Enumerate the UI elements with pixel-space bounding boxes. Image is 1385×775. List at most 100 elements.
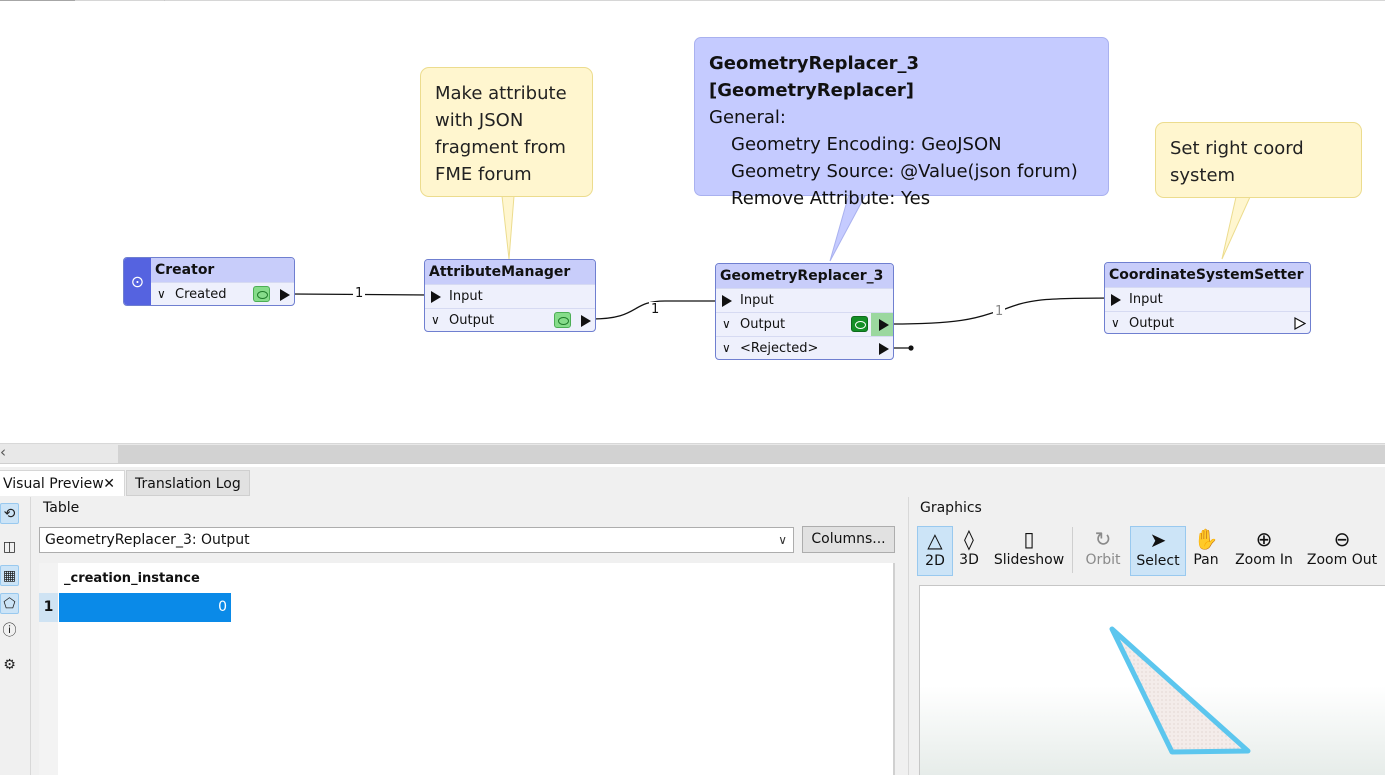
transformer-geometryreplacer[interactable]: GeometryReplacer_3 Input ∨ Output ∨ <Rej… bbox=[715, 263, 894, 360]
graphics-viewport[interactable] bbox=[919, 585, 1385, 775]
port-output[interactable]: ∨ Output bbox=[716, 312, 893, 336]
chevron-down-icon[interactable]: ∨ bbox=[1111, 316, 1120, 330]
connection-lines bbox=[291, 193, 1251, 351]
port-input[interactable]: Input bbox=[716, 288, 893, 312]
transformer-title: GeometryReplacer_3 bbox=[716, 264, 893, 288]
annotation-note-attribute[interactable]: Make attribute with JSON fragment from F… bbox=[420, 67, 593, 197]
graphics-view-icon[interactable]: ⬠ bbox=[0, 593, 19, 614]
connection-attributemanager-geometryreplacer[interactable] bbox=[591, 300, 740, 320]
data-table[interactable]: _creation_instance 1 0 bbox=[39, 563, 895, 775]
pyramid-3d-icon: ◊ bbox=[964, 527, 974, 551]
port-input[interactable]: Input bbox=[1105, 287, 1310, 311]
port-input[interactable]: Input bbox=[425, 284, 595, 308]
close-icon[interactable]: ✕ bbox=[103, 476, 115, 492]
top-border bbox=[0, 0, 1385, 1]
port-label: Output bbox=[449, 313, 495, 328]
tool-label: Slideshow bbox=[993, 552, 1065, 568]
triangle-2d-icon: △ bbox=[927, 528, 943, 552]
select-feature-icon[interactable]: ⟲ bbox=[0, 503, 19, 524]
port-output[interactable]: ∨ Output bbox=[1105, 311, 1310, 333]
connection-feature-count: 1 bbox=[353, 286, 366, 301]
chevron-down-icon[interactable]: ∨ bbox=[778, 533, 787, 547]
tab-visual-preview[interactable]: Visual Preview ✕ bbox=[0, 470, 125, 496]
output-port-arrow-icon[interactable] bbox=[581, 315, 591, 327]
connection-feature-count: 1 bbox=[649, 302, 662, 317]
tool-pan[interactable]: ✋ Pan bbox=[1189, 526, 1223, 576]
tool-label: 3D bbox=[959, 552, 979, 568]
triangle-feature-polygon[interactable] bbox=[1109, 626, 1251, 755]
annotation-note-coord[interactable]: Set right coord system bbox=[1155, 122, 1362, 198]
transformer-attributemanager[interactable]: AttributeManager Input ∨ Output bbox=[424, 259, 596, 332]
column-header[interactable]: _creation_instance bbox=[64, 571, 200, 586]
transformer-title: CoordinateSystemSetter bbox=[1105, 263, 1310, 287]
chevron-down-icon[interactable]: ∨ bbox=[157, 287, 166, 301]
tool-label: Select bbox=[1136, 553, 1180, 569]
dataset-select[interactable]: GeometryReplacer_3: Output ∨ bbox=[39, 527, 794, 553]
output-port-arrow-icon[interactable] bbox=[879, 343, 889, 355]
tool-3d[interactable]: ◊ 3D bbox=[955, 526, 983, 576]
transformer-creator[interactable]: ⊙ Creator ∨ Created bbox=[123, 257, 295, 306]
scroll-left-icon[interactable]: ‹ bbox=[0, 443, 6, 461]
tool-label: Zoom Out bbox=[1306, 552, 1378, 568]
table-view-icon[interactable]: ▦ bbox=[0, 565, 19, 586]
port-label: Output bbox=[740, 317, 786, 332]
feature-geometry[interactable] bbox=[920, 586, 1385, 775]
feature-cache-eye-icon[interactable] bbox=[851, 316, 868, 332]
tool-2d[interactable]: △ 2D bbox=[917, 526, 953, 576]
port-label: Input bbox=[1129, 292, 1163, 307]
feature-inspect-icon[interactable]: ⚙ bbox=[3, 657, 16, 673]
input-port-arrow-icon[interactable] bbox=[431, 291, 441, 303]
tool-label: Zoom In bbox=[1235, 552, 1293, 568]
port-created[interactable]: ∨ Created bbox=[151, 282, 294, 305]
tooltip-line: Geometry Source: @Value(json forum) bbox=[731, 161, 1078, 182]
dataset-select-value: GeometryReplacer_3: Output bbox=[45, 532, 250, 548]
port-rejected[interactable]: ∨ <Rejected> bbox=[716, 336, 893, 359]
output-port-arrow-icon[interactable] bbox=[280, 289, 290, 301]
table-panel: Table GeometryReplacer_3: Output ∨ Colum… bbox=[30, 497, 904, 775]
output-port-arrow-icon[interactable] bbox=[879, 319, 889, 331]
tool-slideshow[interactable]: ▯ Slideshow bbox=[991, 526, 1067, 576]
toolbar-separator bbox=[1072, 527, 1073, 573]
chevron-down-icon[interactable]: ∨ bbox=[722, 341, 731, 355]
tool-zoom-in[interactable]: ⊕ Zoom In bbox=[1233, 526, 1295, 576]
cursor-icon: ➤ bbox=[1149, 528, 1167, 552]
rejected-endpoint bbox=[908, 345, 914, 351]
transformer-coordinatesystemsetter[interactable]: CoordinateSystemSetter Input ∨ Output bbox=[1104, 262, 1311, 334]
preview-side-toolbar: ⟲ ◫ ▦ ⬠ ⓘ ⚙ bbox=[0, 497, 22, 775]
tool-zoom-out[interactable]: ⊖ Zoom Out bbox=[1304, 526, 1380, 576]
chevron-down-icon[interactable]: ∨ bbox=[722, 317, 731, 331]
table-cell[interactable]: 0 bbox=[59, 593, 231, 622]
info-icon[interactable]: ⓘ bbox=[2, 623, 17, 639]
columns-button[interactable]: Columns... bbox=[802, 526, 895, 553]
feature-cache-eye-icon[interactable] bbox=[554, 312, 571, 328]
panel-layout-icon[interactable]: ◫ bbox=[2, 539, 17, 555]
output-port-hollow-arrow-icon[interactable] bbox=[1294, 317, 1306, 330]
bottom-dock: Visual Preview ✕ Translation Log ⟲ ◫ ▦ ⬠… bbox=[0, 467, 1385, 775]
graphics-panel: Graphics △ 2D ◊ 3D ▯ Slideshow ↻ Orbit ➤… bbox=[908, 497, 1385, 775]
scrollbar-thumb[interactable] bbox=[118, 445, 1385, 463]
input-port-arrow-icon[interactable] bbox=[1111, 294, 1121, 306]
tooltip-title: GeometryReplacer_3 [GeometryReplacer] bbox=[709, 53, 920, 101]
input-port-arrow-icon[interactable] bbox=[722, 295, 732, 307]
zoom-in-icon: ⊕ bbox=[1255, 527, 1273, 551]
zoom-out-icon: ⊖ bbox=[1333, 527, 1351, 551]
tab-translation-log[interactable]: Translation Log bbox=[126, 470, 250, 496]
workspace-canvas[interactable]: Make attribute with JSON fragment from F… bbox=[0, 1, 1385, 443]
canvas-horizontal-scrollbar[interactable]: ‹ bbox=[0, 443, 1385, 463]
tool-select[interactable]: ➤ Select bbox=[1130, 526, 1186, 576]
connection-feature-count: 1 bbox=[993, 304, 1006, 319]
tab-label: Visual Preview bbox=[3, 476, 104, 492]
creator-icon: ⊙ bbox=[124, 258, 151, 305]
chevron-down-icon[interactable]: ∨ bbox=[431, 313, 440, 327]
hand-icon: ✋ bbox=[1193, 527, 1219, 551]
tool-orbit[interactable]: ↻ Orbit bbox=[1081, 526, 1125, 576]
panel-splitter[interactable] bbox=[0, 463, 1385, 467]
row-number[interactable]: 1 bbox=[39, 593, 58, 622]
tooltip-line: Geometry Encoding: GeoJSON bbox=[731, 134, 1002, 155]
note-pointer bbox=[501, 195, 515, 260]
port-label: Input bbox=[449, 289, 483, 304]
port-label: Created bbox=[175, 287, 227, 302]
port-output[interactable]: ∨ Output bbox=[425, 308, 595, 331]
feature-cache-eye-icon[interactable] bbox=[253, 286, 270, 302]
